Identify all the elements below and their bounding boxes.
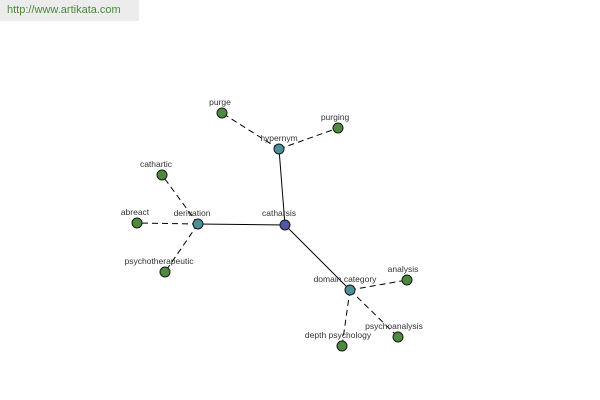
node-hypernym[interactable]	[273, 143, 285, 155]
node-psychotherapeutic[interactable]	[159, 266, 171, 278]
node-domain-category[interactable]	[344, 284, 356, 296]
label-derivation: derivation	[174, 208, 211, 218]
label-psychoanalysis: psychoanalysis	[365, 321, 423, 331]
node-purge[interactable]	[216, 107, 228, 119]
edge-derivation-abreact	[136, 222, 199, 225]
edge-catharsis-domain	[284, 224, 351, 291]
edge-hypernym-purging	[278, 127, 339, 150]
label-psychotherapeutic: psychotherapeutic	[125, 256, 195, 266]
node-psychoanalysis[interactable]	[392, 331, 404, 343]
node-derivation[interactable]	[192, 218, 204, 230]
label-cathartic: cathartic	[140, 159, 173, 169]
label-domain-category: domain category	[314, 274, 378, 284]
edge-domain-psychoanalysis	[349, 289, 399, 338]
node-abreact[interactable]	[131, 217, 143, 229]
node-cathartic[interactable]	[156, 169, 168, 181]
label-hypernym: hypernym	[260, 133, 297, 143]
node-purging[interactable]	[332, 122, 344, 134]
label-catharsis: catharsis	[262, 208, 296, 218]
node-depth-psychology[interactable]	[336, 340, 348, 352]
edge-hypernym-purge	[221, 112, 280, 150]
label-purging: purging	[321, 112, 350, 122]
label-purge: purge	[209, 97, 231, 107]
node-analysis[interactable]	[401, 274, 413, 286]
edges	[136, 112, 408, 347]
label-abreact: abreact	[121, 207, 150, 217]
edge-catharsis-hypernym	[278, 148, 286, 226]
nodes	[131, 107, 413, 352]
labels: catharsis hypernym derivation domain cat…	[121, 97, 423, 340]
label-depth-psychology: depth psychology	[305, 330, 372, 340]
edge-catharsis-derivation	[197, 223, 286, 226]
edge-derivation-cathartic	[161, 174, 199, 225]
label-analysis: analysis	[388, 264, 419, 274]
node-catharsis[interactable]	[279, 219, 291, 231]
source-url-link[interactable]: http://www.artikata.com	[0, 0, 139, 21]
